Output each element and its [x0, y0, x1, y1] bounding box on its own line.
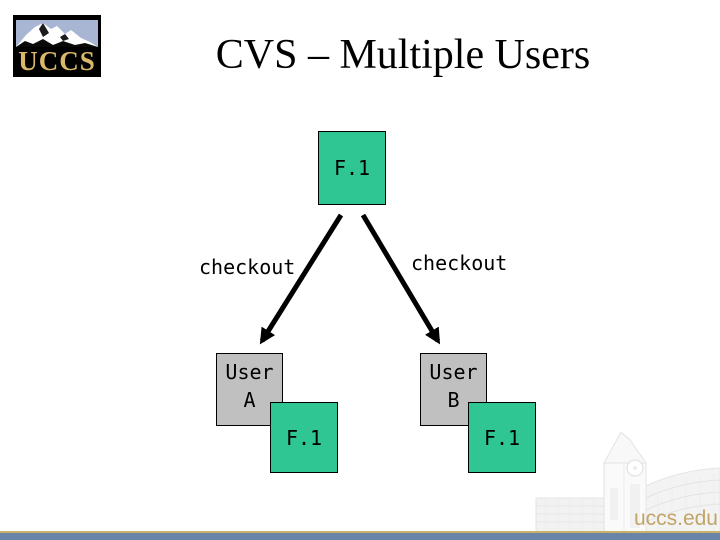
user-a-label-line1: User: [225, 360, 274, 384]
footer-url: uccs.edu: [633, 507, 718, 530]
user-a-box: User A: [216, 353, 283, 426]
user-b-file-box: F.1: [468, 402, 536, 473]
campus-watermark: [535, 431, 720, 533]
user-a-file-box: F.1: [270, 402, 338, 473]
uccs-logo: UCCS: [13, 15, 101, 77]
mountain-logo-graphic: [13, 15, 101, 77]
checkout-label-right: checkout: [411, 251, 508, 275]
repository-file-label: F.1: [333, 156, 371, 180]
user-b-label-line1: User: [429, 360, 478, 384]
slide-title: CVS – Multiple Users: [215, 32, 591, 78]
footer-blue-bar: [0, 533, 720, 540]
campus-building-left: [535, 497, 607, 533]
user-a-label-line2: A: [243, 388, 256, 412]
repository-file-box: F.1: [318, 131, 386, 205]
checkout-arrow-right: [360, 213, 441, 345]
campus-building-right: [645, 467, 720, 533]
footer-gold-line: [0, 531, 720, 533]
checkout-label-left: checkout: [199, 255, 296, 279]
user-a-file-label: F.1: [285, 425, 323, 450]
uccs-logo-text: UCCS: [18, 46, 96, 76]
user-b-file-label: F.1: [483, 425, 521, 450]
user-b-label-line2: B: [447, 388, 460, 412]
